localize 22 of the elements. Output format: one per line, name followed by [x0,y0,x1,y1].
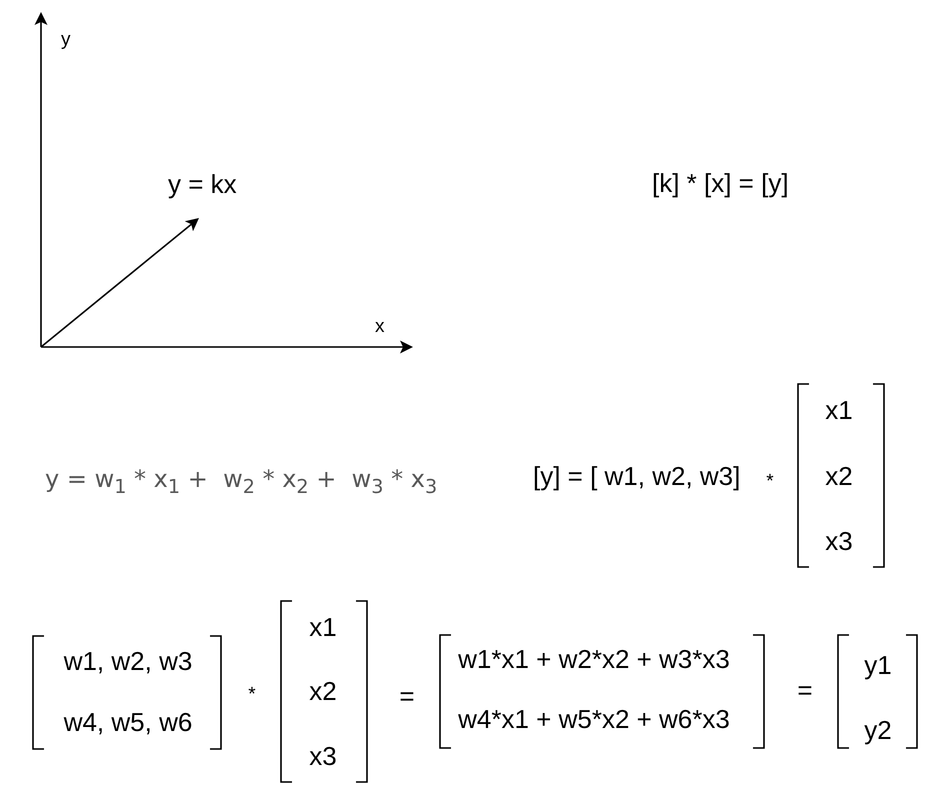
axis-label: y [61,29,70,51]
matrix-entry: x2 [309,677,337,707]
matrix-entry: y2 [864,716,892,746]
matrix-row: w1*x1 + w2*x2 + w3*x3 [458,645,730,675]
matrix-row: w1, w2, w3 [64,647,192,677]
equation: y = w$_{1}$ * x$_{1}$ + w$_{2}$ * x$_{2}$ + w$_{3}$ * x$_{3}$ [45,466,438,494]
matrix-entry: x1 [825,396,853,426]
vector-label: y = kx [168,170,237,200]
equation: [k] * [x] = [y] [652,169,789,199]
matrix-entry: x1 [309,613,337,643]
matrix-entry: y1 [864,651,892,681]
equals-sign: = [399,682,415,712]
matrix-entry: x2 [825,462,853,492]
matrix-row: w4*x1 + w5*x2 + w6*x3 [458,705,730,735]
axis-label: x [375,316,384,338]
matrix-entry: x3 [309,742,337,772]
equation: [y] = [ w1, w2, w3] [533,462,740,492]
matrix-entry: x3 [825,527,853,557]
multiply-sign: * [248,684,256,706]
matrix-row: w4, w5, w6 [64,708,192,738]
multiply-sign: * [766,471,774,493]
equals-sign: = [797,676,813,706]
